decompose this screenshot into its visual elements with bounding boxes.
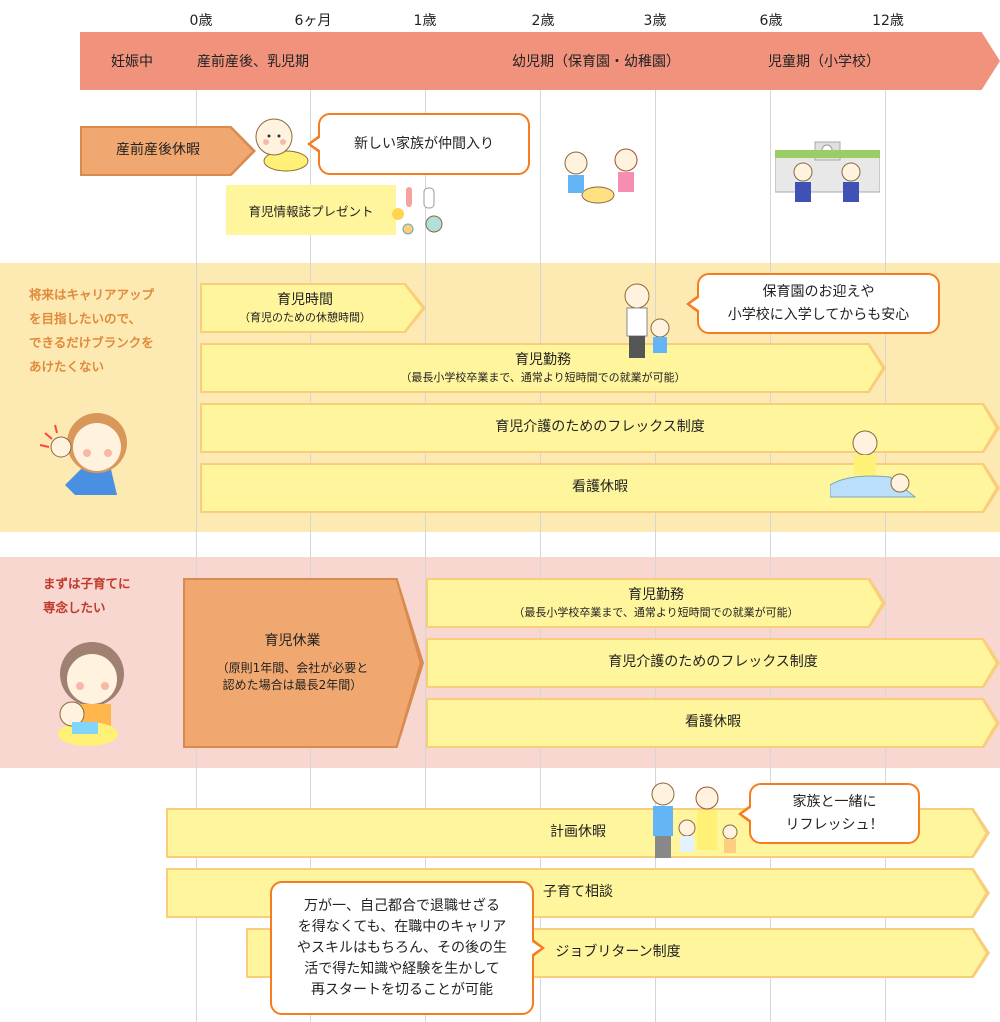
bubble-text: 小学校に入学してからも安心 [727,306,910,323]
gridline [310,90,311,1022]
age-label: 1歳 [413,13,437,29]
gridline [540,90,541,1022]
arrow-label: 子育て相談 [543,884,613,901]
period-label: 妊娠中 [111,54,153,70]
children-playing-illustration [548,145,648,214]
arrow-label: 計画休暇 [550,824,606,841]
arrow-sublabel: （育児のための休憩時間） [239,311,371,325]
baby-toys-illustration [388,184,448,243]
age-label: 3歳 [643,13,667,29]
arrow-sublabel: （最長小学校卒業まで、通常より短時間での就業が可能） [513,606,799,620]
age-label: 0歳 [189,13,213,29]
arrow-label: 看護休暇 [685,714,741,731]
bubble-text: を得なくても、在職中のキャリア [297,918,507,935]
arrow-sublabel: （原則1年間、会社が必要と [216,661,369,675]
baby-crawling-illustration [252,115,312,179]
gridline [885,90,886,1022]
lead-line: あけたくない [29,359,105,374]
short-work-arrow-2: 育児勤務 （最長小学校卒業まで、通常より短時間での就業が可能） [426,578,886,628]
arrow-label: 育児休業 [264,633,321,650]
gridline [196,90,197,1022]
family-refresh-bubble: 家族と一緒にリフレッシュ！ [738,783,920,844]
period-label: 児童期（小学校） [768,54,880,70]
maternity-leave-arrow: 産前産後休暇 [80,126,256,176]
age-label: 6ヶ月 [294,13,332,29]
childcare-leave-arrow: 育児休業 （原則1年間、会社が必要と認めた場合は最長2年間） [183,578,424,748]
arrow-label: ジョブリターン制度 [555,944,681,961]
arrow-label: 看護休暇 [572,479,628,496]
arrow-label: 産前産後休暇 [116,142,200,159]
age-label: 6歳 [759,13,783,29]
magazine-gift-box: 育児情報誌プレゼント [226,185,396,235]
care-leave-arrow-2: 看護休暇 [426,698,1000,748]
flex-arrow-2: 育児介護のためのフレックス制度 [426,638,1000,688]
period-band: 妊娠中 産前産後、乳児期 幼児期（保育園・幼稚園） 児童期（小学校） [80,32,1000,90]
family-illustration [635,780,745,866]
mother-holding-baby-illustration [50,634,130,753]
gridline [425,90,426,1022]
bubble-text: やスキルはもちろん、その後の生 [297,939,507,956]
lead-line: 専念したい [43,600,106,615]
lead-line: 将来はキャリアアップ [29,287,155,302]
short-work-arrow: 育児勤務 （最長小学校卒業まで、通常より短時間での就業が可能） [200,343,886,393]
gridline [655,90,656,1022]
bubble-text: 新しい家族が仲間入り [354,135,494,152]
arrow-label: 育児勤務 [628,586,684,603]
lead-line: できるだけブランクを [29,335,154,350]
new-family-bubble: 新しい家族が仲間入り [307,113,530,175]
age-label: 2歳 [531,13,555,29]
arrow-label: 育児介護のためのフレックス制度 [495,419,705,436]
childcare-lead-text: まずは子育てに 専念したい [43,572,131,620]
arrow-sublabel: 認めた場合は最長2年間） [222,677,363,692]
gridline [770,90,771,1022]
elementary-school-illustration [774,138,881,217]
lead-line: を目指したいので、 [29,311,142,326]
career-lead-text: 将来はキャリアアップ を目指したいので、 できるだけブランクを あけたくない [29,283,154,379]
nursing-time-arrow: 育児時間 （育児のための休憩時間） [200,283,426,333]
lead-line: まずは子育てに [43,576,131,591]
job-return-bubble: 万が一、自己都合で退職せざる を得なくても、在職中のキャリア やスキルはもちろん… [270,881,545,1015]
bubble-text: 万が一、自己都合で退職せざる [304,897,500,914]
arrow-sublabel: （最長小学校卒業まで、通常より短時間での就業が可能） [400,371,686,385]
magazine-gift-label: 育児情報誌プレゼント [248,203,374,219]
bubble-text: 家族と一緒に [792,794,877,811]
arrow-label: 育児勤務 [515,351,571,368]
arrow-label: 育児介護のためのフレックス制度 [608,654,818,671]
bubble-text: 保育園のお迎えや [762,284,875,301]
period-label: 産前産後、乳児期 [197,54,309,70]
career-woman-illustration [35,405,135,501]
daycare-bubble: 保育園のお迎えや小学校に入学してからも安心 [686,273,940,334]
period-label: 幼児期（保育園・幼稚園） [512,54,680,70]
age-label: 12歳 [872,13,904,29]
bubble-text: 再スタートを切ることが可能 [311,981,493,998]
bubble-text: 活で得た知識や経験を生かして [304,960,500,977]
mother-child-walking-illustration [615,278,675,367]
bubble-text: リフレッシュ！ [785,816,884,833]
arrow-label: 育児時間 [277,291,333,308]
caring-sick-child-illustration [829,425,920,504]
